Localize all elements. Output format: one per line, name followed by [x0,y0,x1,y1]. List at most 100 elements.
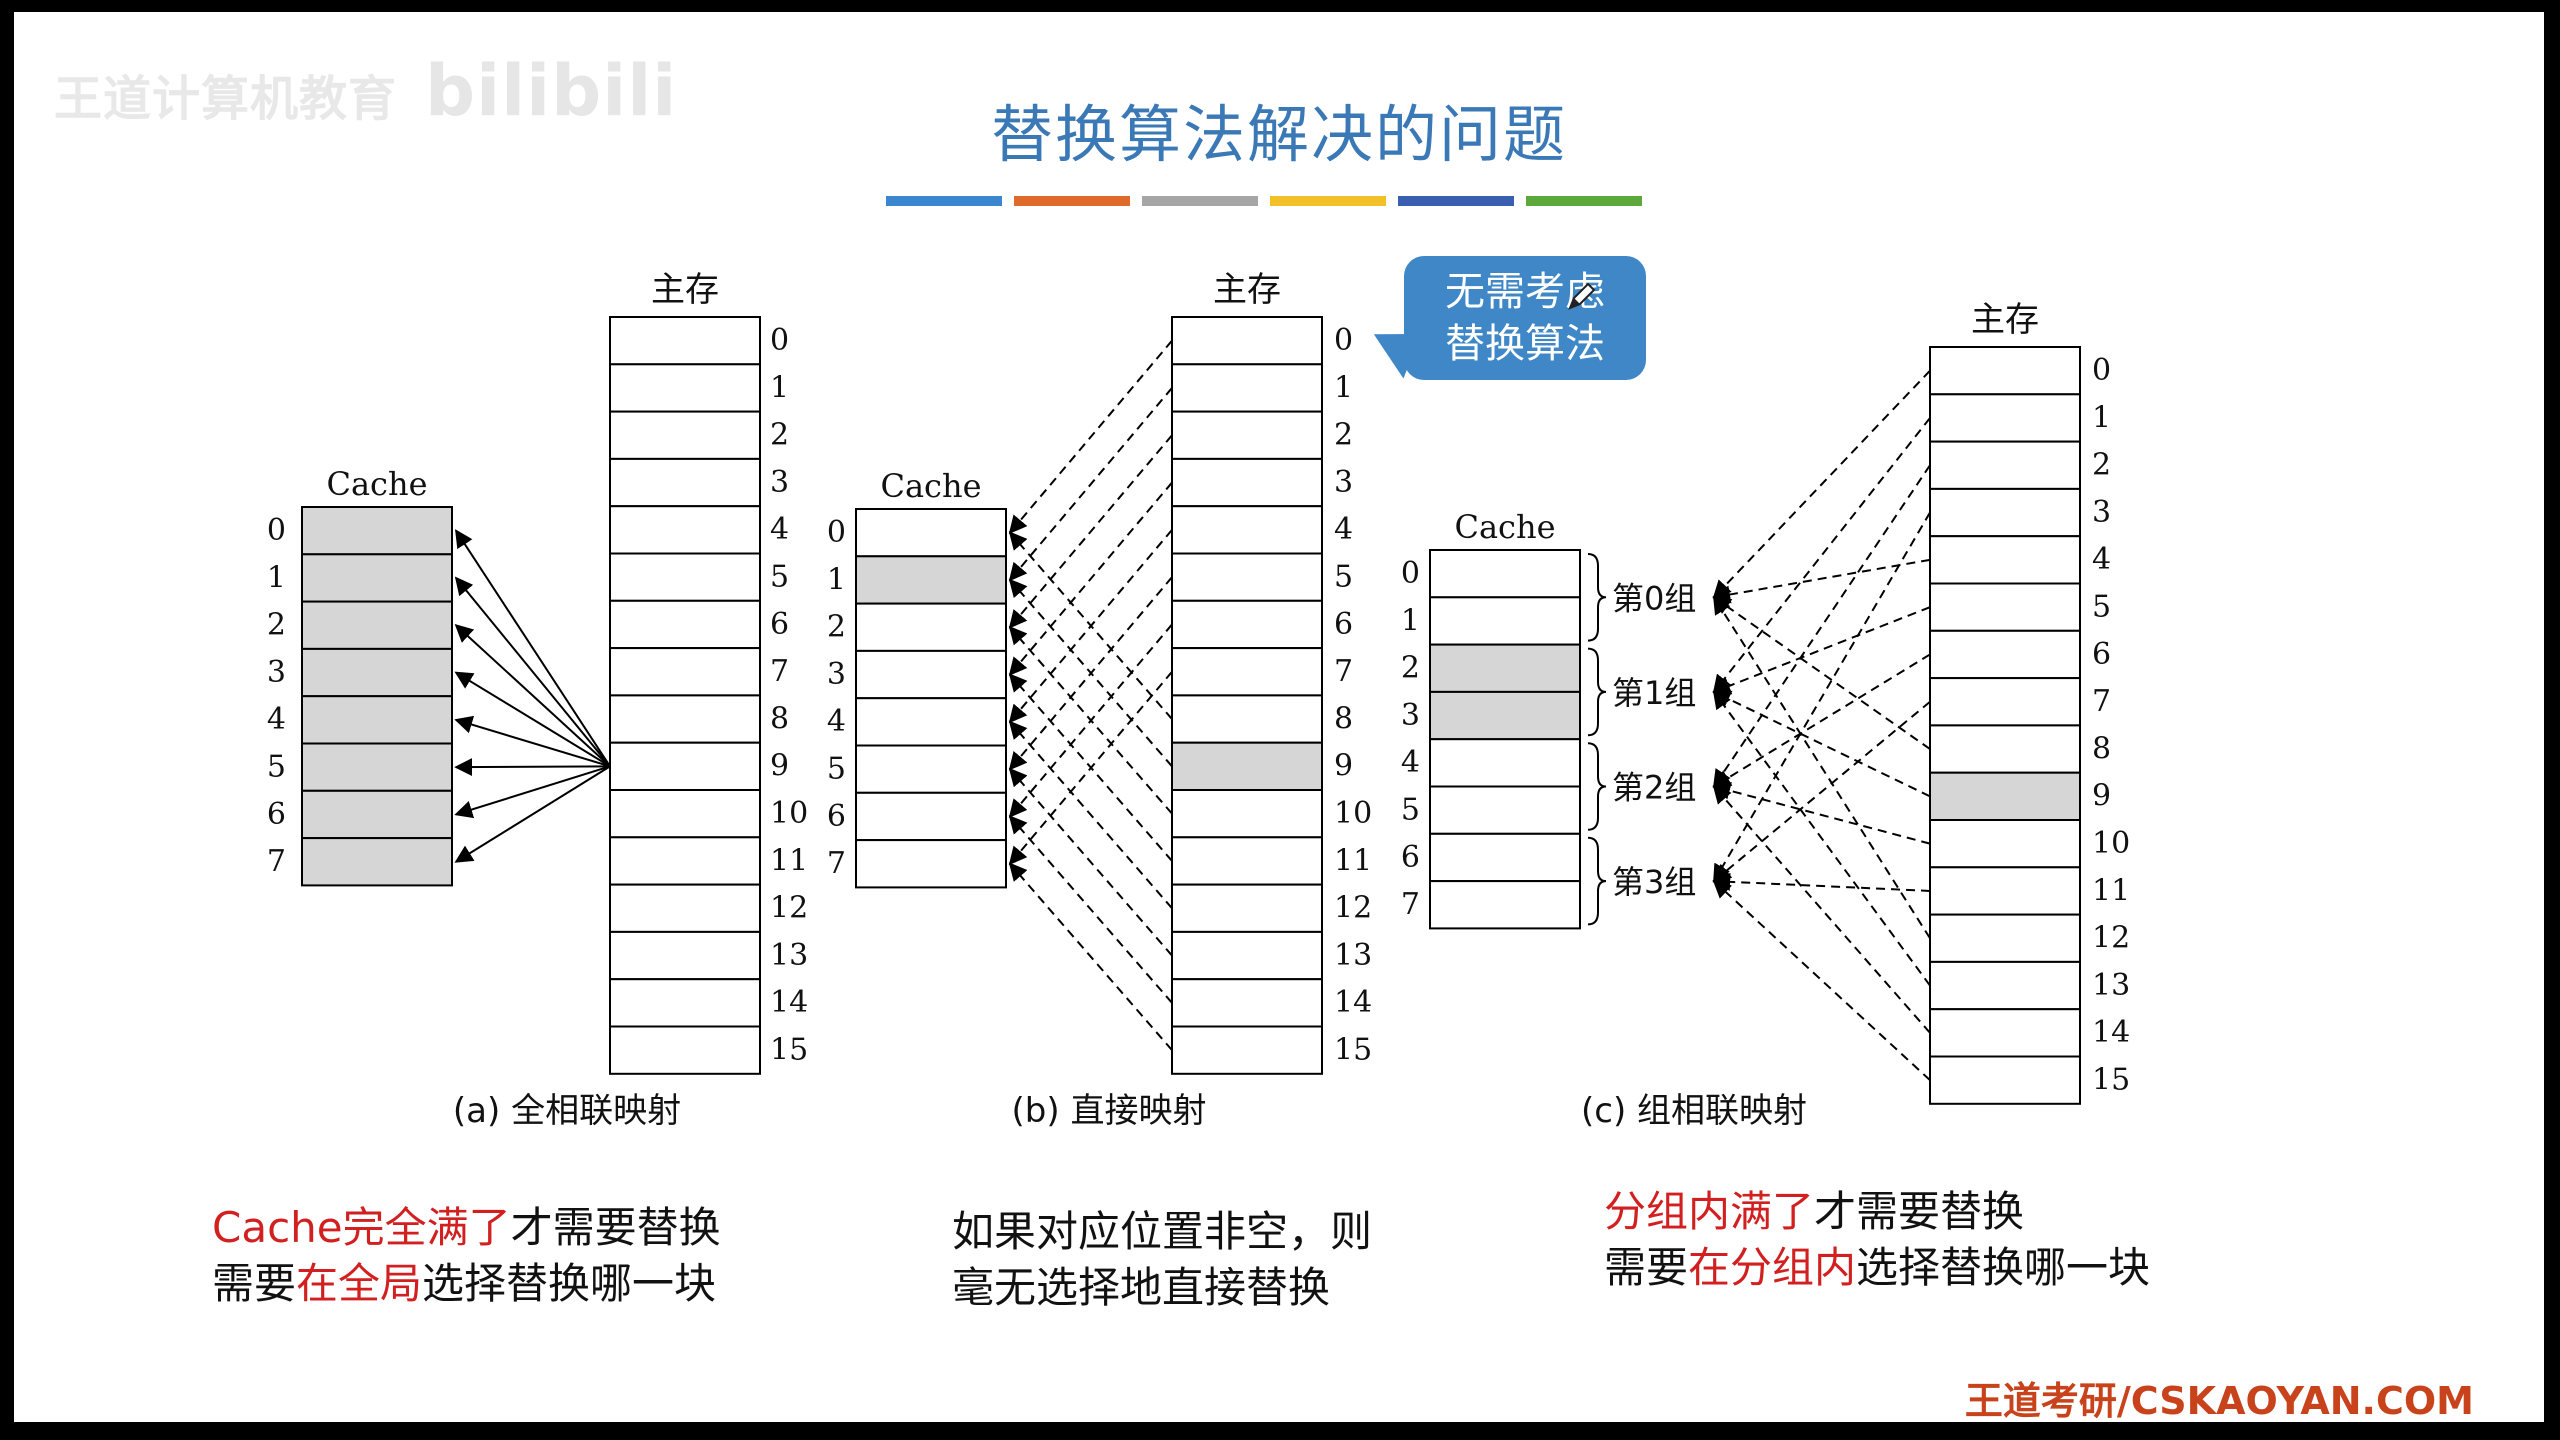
a-mapping-arrow [454,758,611,777]
c-cache-index: 1 [1401,603,1420,638]
c-mapping-arrow [1712,464,1931,788]
a-caption: (a) 全相联映射 [453,1091,681,1131]
a-cache-line [301,506,453,556]
mapping-diagram: 主存0123456789101112131415Cache01234567(a)… [267,270,2130,1131]
b-caption: (b) 直接映射 [1012,1091,1207,1131]
a-cache-index: 5 [267,750,286,785]
c-mem-block [1929,440,2081,490]
watermark-text: 王道计算机教育 [54,71,398,127]
b-cache-index: 3 [827,657,846,692]
a-cache-line [301,600,453,650]
c-cache-line [1429,832,1581,883]
c-main-label: 主存 [1971,300,2039,340]
a-mem-index: 4 [770,512,789,547]
c-mapping-arrow [1712,872,1931,892]
a-cache-line [301,553,453,603]
panel-set-associative: 主存0123456789101112131415Cache01234567第0组… [1401,300,2130,1131]
a-mem-index: 11 [770,843,808,878]
b-mem-index: 2 [1334,418,1353,453]
b-mem-index: 7 [1334,654,1353,689]
c-mem-index: 9 [2092,779,2111,814]
a-cache-line [301,789,453,840]
c-group-brace [1587,742,1607,831]
c-mem-block [1929,582,2081,632]
c-mem-block [1929,771,2081,822]
panel-fully-associative: 主存0123456789101112131415Cache01234567(a)… [267,270,808,1131]
c-cache-line [1429,738,1581,788]
c-cache-index: 0 [1401,556,1420,591]
c-group-label: 第0组 [1612,579,1696,617]
note-c-rest2: 选择替换哪一块 [1856,1243,2151,1292]
b-mem-block [1171,836,1323,886]
a-mem-block [609,978,761,1028]
b-mem-block [1171,741,1323,792]
c-cache-index: 6 [1401,840,1420,875]
b-cache-index: 7 [827,846,846,881]
c-cache-index: 4 [1401,745,1420,780]
c-cache-line [1429,549,1581,599]
c-mem-block [1929,724,2081,774]
a-main-label: 主存 [651,270,719,310]
a-mapping-arrow [454,715,611,768]
b-mem-index: 13 [1334,938,1372,973]
b-mem-index: 3 [1334,465,1353,500]
b-mem-block [1171,316,1323,366]
b-cache-line [855,555,1007,605]
a-mem-block [609,552,761,602]
b-mapping-arrow [1008,673,1173,862]
c-mapping-arrow [1713,595,1931,939]
note-c-rest: 才需要替换 [1814,1187,2025,1236]
pen-icon [1568,282,1596,310]
title-bar-2 [1142,196,1258,206]
c-cache-index: 3 [1401,698,1420,733]
callout-bubble: 无需考虑 替换算法 [1404,256,1646,380]
a-mem-index: 13 [770,938,808,973]
title-bar-0 [886,196,1002,206]
note-a-red2: 在全局 [296,1259,423,1308]
a-mem-index: 9 [770,749,789,784]
a-cache-line [301,695,453,745]
b-cache-index: 4 [827,704,846,739]
c-mem-block [1929,819,2081,869]
a-cache-index: 4 [267,702,286,737]
c-mem-index: 3 [2092,495,2111,530]
a-mem-index: 8 [770,701,789,736]
c-mem-block [1929,393,2081,443]
a-cache-line [301,647,453,698]
c-caption: (c) 组相联映射 [1581,1091,1807,1131]
note-c-red: 分组内满了 [1604,1187,1815,1236]
a-mem-index: 0 [770,323,789,358]
a-mapping-arrow [454,576,611,767]
c-mem-index: 15 [2092,1063,2130,1098]
a-mem-block [609,316,761,366]
a-mem-block [609,741,761,792]
b-mem-index: 14 [1334,985,1372,1020]
c-cache-index: 2 [1401,651,1420,686]
c-cache-line [1429,596,1581,646]
c-mapping-arrow [1712,417,1931,694]
note-direct-mapped: 如果对应位置非空，则 毫无选择地直接替换 [952,1204,1372,1316]
c-mem-block [1929,487,2081,538]
c-cache-line [1429,690,1581,741]
a-cache-index: 7 [267,844,286,879]
watermark-logo: bilibili [425,50,678,132]
a-cache-index: 3 [267,655,286,690]
note-b-line-1: 如果对应位置非空，则 [952,1207,1373,1256]
c-cache-label: Cache [1454,508,1555,546]
b-mem-block [1171,978,1323,1028]
b-mem-index: 0 [1334,323,1353,358]
panel-direct-mapped: 主存0123456789101112131415Cache01234567(b)… [827,270,1372,1131]
b-mem-block [1171,789,1323,839]
b-mapping-arrow [1008,340,1173,535]
a-mem-index: 15 [770,1033,808,1068]
b-cache-index: 2 [827,610,846,645]
c-mem-block [1929,960,2081,1011]
c-mem-block [1929,1055,2081,1105]
b-mem-block [1171,457,1323,508]
watermark: 王道计算机教育 bilibili [54,50,677,132]
note-a-rest2: 选择替换哪一块 [422,1259,717,1308]
c-mem-index: 11 [2092,873,2130,908]
c-mem-index: 14 [2092,1015,2130,1050]
c-cache-index: 5 [1401,793,1420,828]
